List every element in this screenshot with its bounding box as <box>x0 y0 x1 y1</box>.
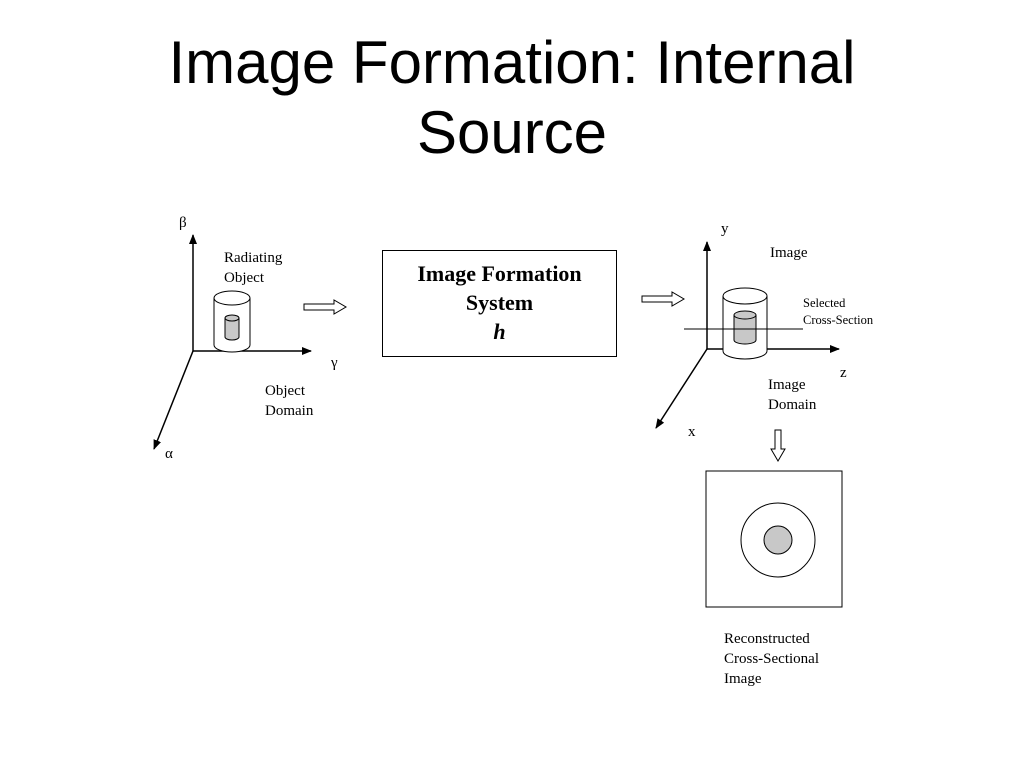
image-label: Image <box>770 245 808 261</box>
object-axes <box>153 234 312 450</box>
alpha-axis-label: α <box>165 446 173 462</box>
radiating-object-label: Radiating Object <box>224 250 283 286</box>
y-axis-label: y <box>721 221 729 237</box>
hollow-arrow-to-system <box>303 299 347 315</box>
title-line-1: Image Formation: Internal <box>168 29 856 96</box>
reconstructed-image-label: Reconstructed Cross-Sectional Image <box>724 631 819 687</box>
hollow-arrow-down <box>770 429 786 462</box>
reconstructed-image-box <box>705 470 843 608</box>
system-label-line-2: System <box>465 290 534 315</box>
selected-cross-section-label: Selected Cross-Section <box>803 296 874 327</box>
image-formation-system-box: Image Formation System h <box>382 250 617 357</box>
gamma-axis-label: γ <box>331 355 338 371</box>
slide-title: Image Formation: Internal Source <box>0 28 1024 168</box>
inner-cross-section-circle <box>763 525 793 555</box>
hollow-arrow-to-image <box>641 291 685 307</box>
x-axis <box>655 348 708 429</box>
x-axis-label: x <box>688 424 696 440</box>
radiating-object-cylinder <box>213 290 251 353</box>
image-cylinder <box>722 287 768 360</box>
system-symbol: h <box>493 319 506 344</box>
title-line-2: Source <box>416 99 608 166</box>
z-axis-label: z <box>840 365 847 381</box>
beta-axis-label: β <box>179 215 187 231</box>
alpha-axis <box>153 350 194 450</box>
object-domain-label: Object Domain <box>265 383 314 419</box>
image-domain-label: Image Domain <box>768 377 817 413</box>
system-label-line-1: Image Formation <box>417 261 582 286</box>
